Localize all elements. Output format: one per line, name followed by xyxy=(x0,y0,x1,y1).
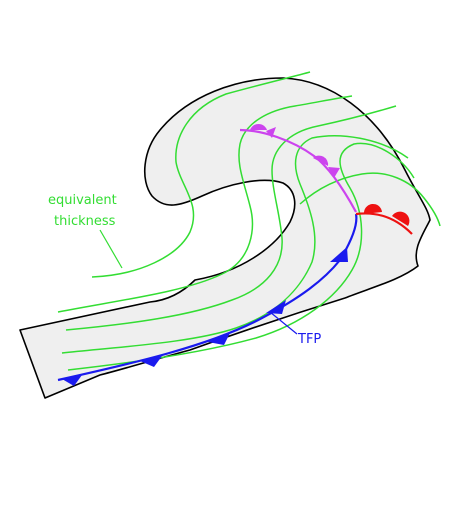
cold-front-triangle-icon xyxy=(330,247,348,262)
occluded-front-symbols xyxy=(250,123,340,178)
thickness-line xyxy=(91,71,311,278)
cloud-shield xyxy=(19,77,431,399)
warm-front-semicircle-icon xyxy=(363,203,382,214)
thickness-line xyxy=(65,105,397,331)
occluded-front-symbol-icon xyxy=(328,167,340,178)
thickness-line xyxy=(57,95,353,313)
occluded-front-symbol-icon xyxy=(250,123,267,130)
cold-front-triangle-icon xyxy=(208,333,230,345)
thickness-line xyxy=(67,142,415,371)
warm-front-symbols xyxy=(363,203,410,226)
thickness-leader-line xyxy=(99,229,123,269)
warm-front-line xyxy=(355,212,413,235)
occluded-front-line xyxy=(239,128,357,213)
front-leader-line xyxy=(269,311,298,335)
occluded-front-symbol-icon xyxy=(313,155,329,166)
thickness-line xyxy=(61,135,409,354)
thickness-label-line2: thickness xyxy=(54,214,116,229)
thickness-label-line1: equivalent xyxy=(48,193,117,208)
cold-front-triangle-icon xyxy=(140,356,162,367)
cold-front-triangle-icon xyxy=(266,300,286,314)
thickness-line xyxy=(299,172,441,227)
warm-front-semicircle-icon xyxy=(392,211,410,226)
thickness-lines xyxy=(57,71,441,371)
cold-front-symbols xyxy=(62,247,348,386)
front-label: TFP xyxy=(297,332,321,347)
cold-front-triangle-icon xyxy=(62,375,82,386)
occluded-front-symbol-icon xyxy=(266,127,276,138)
